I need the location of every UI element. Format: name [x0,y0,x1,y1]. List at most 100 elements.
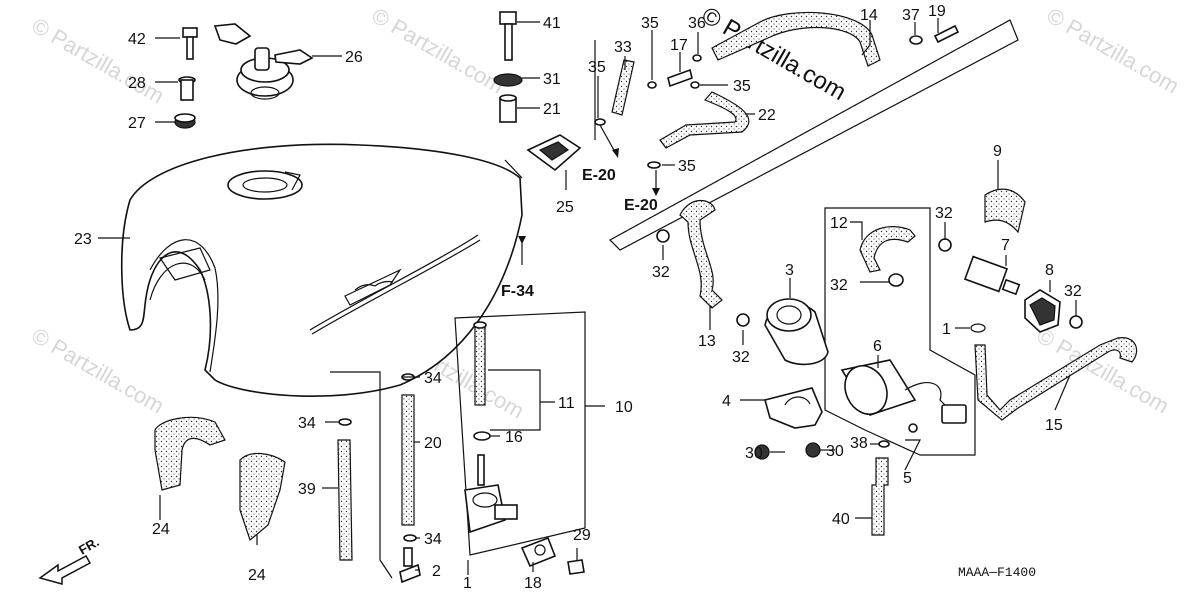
hose-12 [859,226,916,273]
clamp-32-right [1069,315,1083,329]
watermark: © Partzilla.com [28,13,169,109]
label-8: 8 [1045,262,1054,279]
label-26: 26 [345,49,363,66]
label-36: 36 [688,15,706,32]
cushion-27 [174,113,196,129]
label-41: 41 [543,15,561,32]
joint-18 [520,536,557,568]
label-40: 40 [832,511,850,528]
part-labels: 42 26 28 27 41 31 21 35 33 35 17 36 14 3… [74,3,1082,592]
watermark: © Partzilla.com [28,323,169,419]
label-29: 29 [573,527,591,544]
label-6: 6 [873,338,882,355]
watermark: © Partzilla.com [1033,323,1174,419]
label-25: 25 [556,199,574,216]
label-38: 38 [850,435,868,452]
fuel-filter-7 [963,255,1021,296]
label-11: 11 [558,395,575,412]
label-39: 39 [298,481,316,498]
label-2: 2 [432,563,441,580]
arrow-e20 [599,124,660,196]
fuel-pump-6 [840,359,967,433]
label-19: 19 [928,3,946,20]
hose-15 [974,337,1138,421]
clip-35-group [594,54,702,169]
nut-30 [754,442,821,460]
label-33: 33 [614,39,632,56]
hose-14 [711,11,881,67]
label-32: 32 [732,349,750,366]
label-14: 14 [860,7,878,24]
bolt-42 [182,27,198,60]
band-8 [1024,289,1061,333]
label-22: 22 [758,107,776,124]
protector-24-lower [239,452,286,542]
o-ring-16 [473,431,491,441]
label-35: 35 [641,15,659,32]
label-1: 1 [942,321,951,338]
label-30: 30 [826,443,844,460]
leader-lines [98,18,1077,575]
fuel-cap [213,23,314,100]
label-24: 24 [248,567,266,584]
tube-39 [337,439,353,561]
strainer-11 [473,321,487,406]
label-37: 37 [902,7,920,24]
label-35: 35 [733,78,751,95]
clip-38 [878,440,890,448]
label-42: 42 [128,31,146,48]
label-35: 35 [678,158,696,175]
petcock-1 [464,454,518,534]
bolt-41 [499,11,517,61]
label-1: 1 [463,575,472,592]
section-outline [594,19,1019,251]
tube-40 [871,457,889,536]
hose-22 [659,91,750,149]
label-7: 7 [1001,237,1010,254]
label-34: 34 [424,531,442,548]
bracket-4 [764,387,823,429]
label-23: 23 [74,231,92,248]
label-32: 32 [1064,283,1082,300]
joint-2 [399,547,421,584]
watermark: © Partzilla.com [1043,3,1184,99]
label-10: 10 [615,399,633,416]
label-21: 21 [543,101,561,118]
label-20: 20 [424,435,442,452]
label-13: 13 [698,333,716,350]
label-31: 31 [543,71,561,88]
collar-21 [499,94,517,123]
ref-f34: F-34 [501,283,534,300]
label-5: 5 [903,470,912,487]
tube-20 [401,394,415,526]
clip-1-right [970,323,986,333]
ref-e20: E-20 [624,197,658,214]
front-arrow-icon [38,554,92,585]
label-17: 17 [670,37,688,54]
label-34: 34 [424,370,442,387]
clamp-32-mid [888,238,952,287]
watermark: © Partzilla.com [368,3,509,99]
arrow-f34 [518,236,526,244]
label-4: 4 [722,393,731,410]
label-12: 12 [830,215,848,232]
bolt-29 [567,559,585,575]
diagram-code: MAAA—F1400 [958,565,1036,580]
label-9: 9 [993,143,1002,160]
fuel-tank [120,143,523,397]
front-marker-label: FR. [76,534,102,557]
joint-17 [667,68,693,88]
label-28: 28 [128,75,146,92]
label-27: 27 [128,115,146,132]
divider-line [330,371,393,579]
tube-33 [611,59,635,116]
label-32: 32 [935,205,953,222]
label-30: 30 [745,445,763,462]
label-15: 15 [1045,417,1063,434]
hose-13 [679,199,723,309]
label-24: 24 [152,521,170,538]
subassembly-box [824,207,976,456]
collar-28 [178,76,196,101]
ref-e20: E-20 [582,167,616,184]
